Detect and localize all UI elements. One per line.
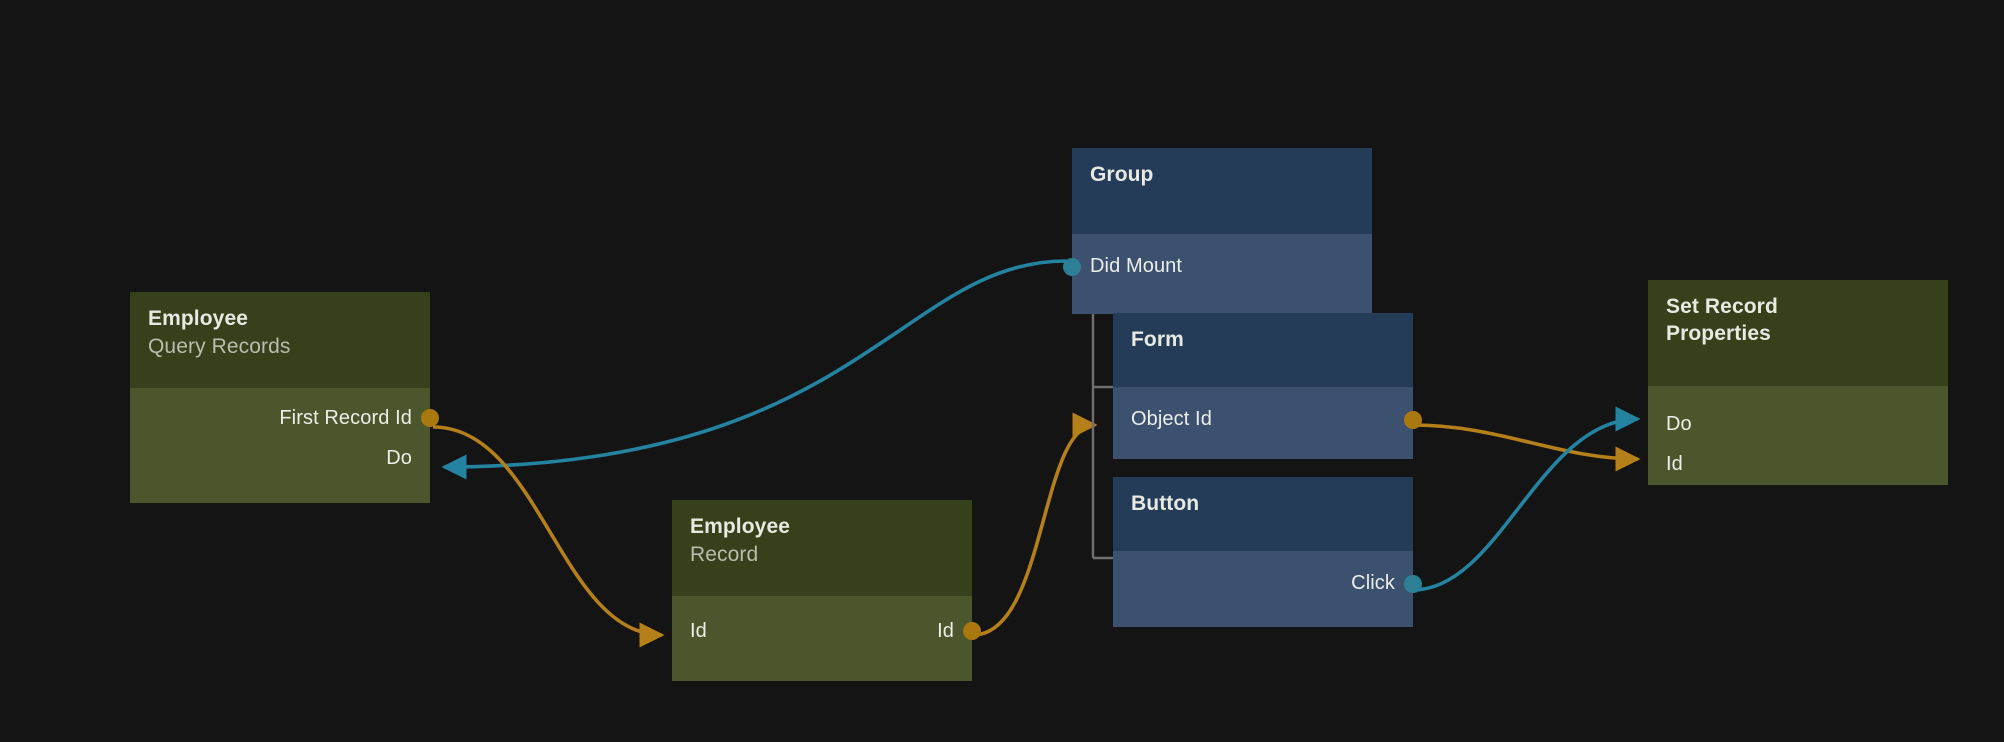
port-label: First Record Id xyxy=(279,406,412,429)
port-label: Id xyxy=(1666,452,1683,475)
node-group[interactable]: Group Did Mount xyxy=(1063,148,1372,314)
node-button[interactable]: Button Click xyxy=(1113,477,1422,627)
node-body: Did Mount xyxy=(1063,234,1372,314)
edge-form-objectid-to-setrecord-id xyxy=(1412,423,1641,472)
node-body: Do Id xyxy=(1648,386,1948,485)
node-title: Employee xyxy=(690,515,791,538)
port-label-id-out: Id xyxy=(937,619,954,642)
port-label: Did Mount xyxy=(1090,254,1183,277)
port-row-id[interactable]: Id Id xyxy=(672,611,972,651)
node-subtitle: Record xyxy=(690,542,759,566)
node-body: Click xyxy=(1113,551,1422,627)
node-form[interactable]: Form Object Id xyxy=(1113,313,1422,459)
edge-group-didmount-to-employee-do xyxy=(441,259,1067,480)
port-row-do[interactable]: Do xyxy=(1648,404,1948,444)
port-label: Do xyxy=(1666,412,1692,435)
node-title-line1: Set Record xyxy=(1666,295,1778,318)
node-title: Group xyxy=(1090,163,1154,186)
port-row-id[interactable]: Id xyxy=(1648,444,1948,484)
data-port-dot-first-record-id[interactable] xyxy=(421,409,439,427)
port-row-click[interactable]: Click xyxy=(1113,563,1413,603)
port-row-object-id[interactable]: Object Id xyxy=(1113,399,1413,439)
data-port-dot-id-out[interactable] xyxy=(963,622,981,640)
node-body: First Record Id Do xyxy=(130,388,439,503)
node-body: Id Id xyxy=(672,596,981,681)
edge-button-click-to-setrecord-do xyxy=(1412,406,1641,592)
node-header: Employee Query Records xyxy=(130,292,430,388)
edge-record-id-to-form-objectid xyxy=(972,412,1098,637)
port-label-id-in: Id xyxy=(690,619,707,642)
node-set-record-properties[interactable]: Set Record Properties Do Id xyxy=(1648,280,1948,485)
node-header: Group xyxy=(1072,148,1372,234)
node-employee-record[interactable]: Employee Record Id Id xyxy=(672,500,981,681)
exec-port-dot-click[interactable] xyxy=(1404,575,1422,593)
edge-firstrecordid-to-record-id xyxy=(432,425,665,648)
node-subtitle: Query Records xyxy=(148,334,291,358)
data-port-dot-object-id-out[interactable] xyxy=(1404,411,1422,429)
exec-port-dot-did-mount[interactable] xyxy=(1063,258,1081,276)
port-row-first-record-id[interactable]: First Record Id xyxy=(130,398,430,438)
node-title: Button xyxy=(1131,492,1200,515)
port-label: Do xyxy=(386,446,412,469)
group-children-bracket-icon xyxy=(1091,300,1113,560)
node-title: Employee xyxy=(148,307,249,330)
node-header: Form xyxy=(1113,313,1413,387)
port-row-do[interactable]: Do xyxy=(130,438,430,478)
port-label: Click xyxy=(1351,571,1395,594)
node-header: Button xyxy=(1113,477,1413,551)
node-title: Form xyxy=(1131,328,1184,351)
port-label: Object Id xyxy=(1131,407,1212,430)
node-header: Set Record Properties xyxy=(1648,280,1948,386)
node-header: Employee Record xyxy=(672,500,972,596)
port-row-did-mount[interactable]: Did Mount xyxy=(1072,246,1372,286)
node-title-line2: Properties xyxy=(1666,321,1771,345)
node-body: Object Id xyxy=(1113,387,1422,459)
node-employee-query-records[interactable]: Employee Query Records First Record Id D… xyxy=(130,292,439,503)
